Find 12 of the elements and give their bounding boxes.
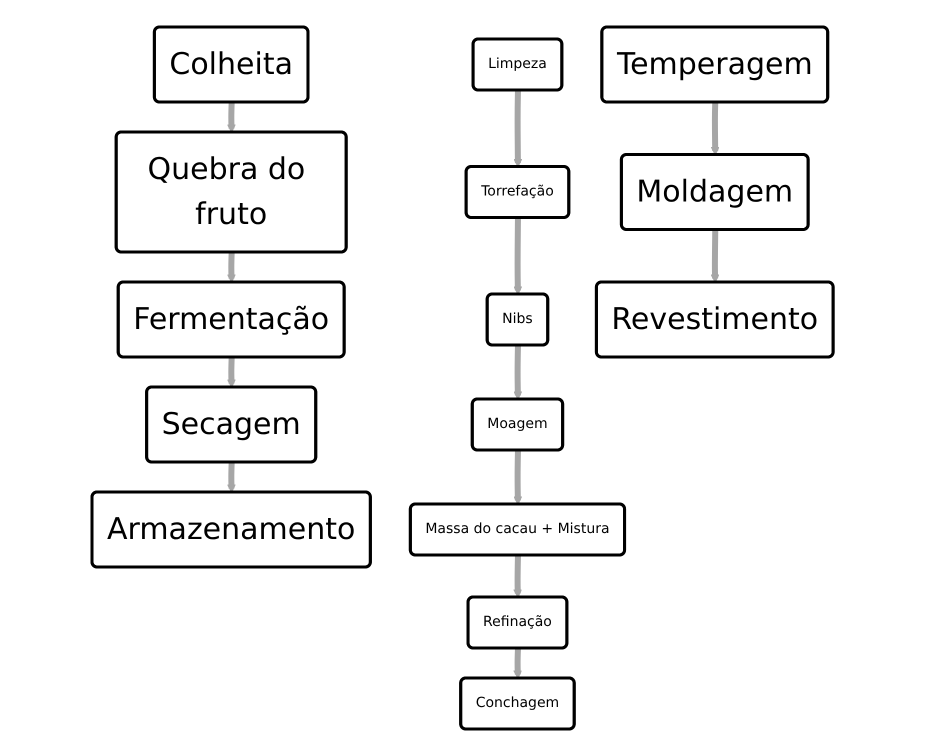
arrow [513, 450, 522, 505]
arrow [513, 555, 522, 598]
arrow [710, 102, 720, 156]
arrow [226, 462, 236, 493]
arrow [513, 90, 522, 168]
arrow [226, 356, 236, 388]
arrow [513, 345, 522, 400]
arrow [513, 648, 522, 679]
arrow [226, 252, 236, 283]
arrow [226, 102, 236, 133]
arrow [513, 218, 522, 295]
arrow [710, 230, 720, 283]
